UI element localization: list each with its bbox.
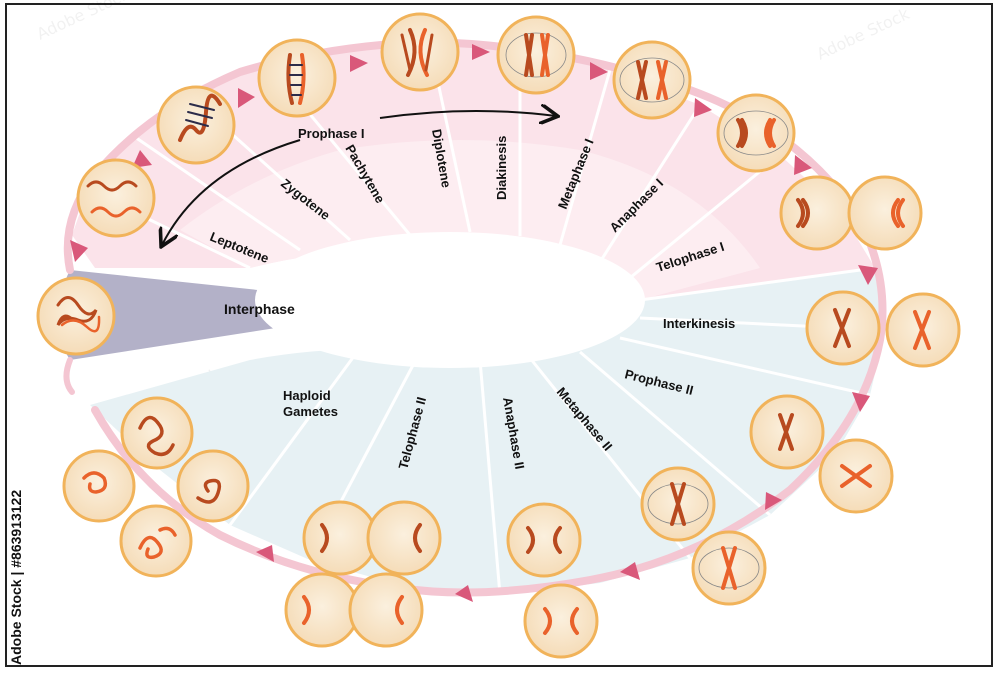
- cells: [36, 12, 961, 659]
- ring-arrow: [620, 562, 640, 580]
- cell-gamete-2: [62, 449, 136, 523]
- ring-arrow: [794, 155, 812, 175]
- cell-zygotene: [156, 85, 236, 165]
- ring-arrow: [590, 62, 608, 80]
- interphase-sector: [57, 270, 305, 360]
- ring-arrow: [852, 392, 870, 412]
- cell-prophase-ii-right: [818, 438, 894, 514]
- cell-gamete-4: [119, 504, 193, 578]
- label-gametes: Gametes: [283, 404, 338, 419]
- prophase-arrow-right: [379, 111, 556, 118]
- cell-gamete-3: [176, 449, 250, 523]
- label-diakinesis: Diakinesis: [494, 136, 509, 200]
- cell-interphase: [36, 276, 116, 356]
- svg-text:Adobe Stock | #863913122: Adobe Stock | #863913122: [8, 490, 24, 665]
- ring-arrow: [70, 240, 88, 262]
- ring-arrow: [858, 265, 878, 285]
- cell-prophase-ii-left: [749, 394, 825, 470]
- cell-telophase-ii-top: [302, 500, 442, 576]
- cell-interkinesis-right: [885, 292, 961, 368]
- ring-arrow: [694, 98, 712, 117]
- label-interphase: Interphase: [224, 301, 295, 317]
- ring-arrow: [256, 545, 274, 562]
- prophase-arrow-left: [162, 139, 301, 245]
- cell-telophase-i: [779, 175, 923, 251]
- ring-arrow: [132, 150, 152, 168]
- cell-anaphase-ii-bottom: [523, 583, 599, 659]
- center-void: [255, 232, 645, 368]
- cell-metaphase-ii-left: [640, 466, 716, 542]
- cell-telophase-ii-bottom: [284, 572, 424, 648]
- cell-interkinesis-left: [805, 290, 881, 366]
- cell-gamete-1: [120, 396, 194, 470]
- ring-arrow: [455, 585, 473, 602]
- cell-pachytene: [257, 38, 337, 118]
- ring-arrow: [350, 55, 368, 72]
- stock-credit: Adobe Stock | #863913122: [8, 490, 24, 665]
- ring-arrow: [238, 88, 255, 108]
- cell-diplotene: [380, 12, 460, 92]
- ring-arrows: [70, 44, 878, 602]
- svg-text:Adobe Stock: Adobe Stock: [814, 4, 913, 64]
- cell-metaphase-ii-right: [691, 530, 767, 606]
- svg-text:Adobe Stock: Adobe Stock: [34, 0, 133, 44]
- label-interkinesis: Interkinesis: [663, 316, 735, 331]
- figure-frame: [5, 3, 993, 667]
- cell-anaphase-i: [716, 93, 796, 173]
- cell-diakinesis: [496, 15, 576, 95]
- ring-arrow: [765, 492, 782, 510]
- cell-anaphase-ii-top: [506, 502, 582, 578]
- cell-leptotene: [76, 158, 156, 238]
- cell-metaphase-i: [612, 40, 692, 120]
- label-prophase-i: Prophase I: [298, 126, 364, 141]
- ring-arrow: [472, 44, 490, 60]
- label-haploid: Haploid: [283, 388, 331, 403]
